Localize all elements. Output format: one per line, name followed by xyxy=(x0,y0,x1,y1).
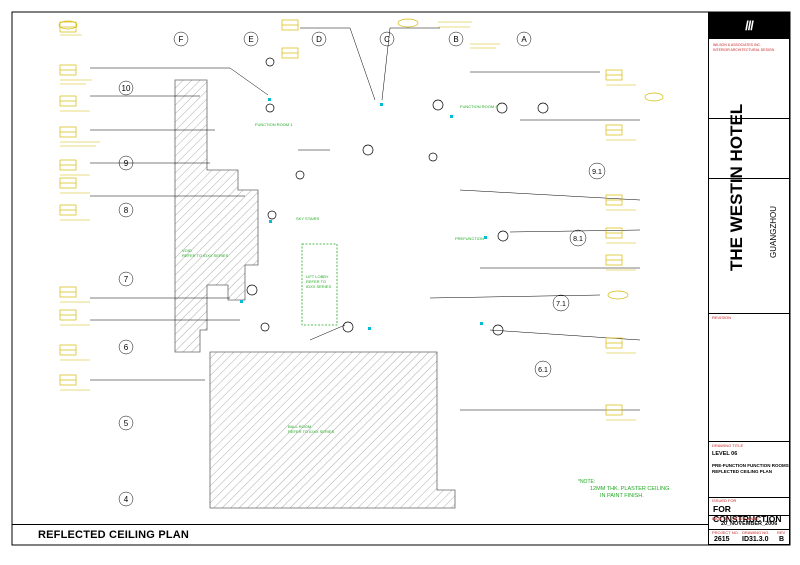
tag-note-lines xyxy=(60,21,636,421)
svg-text:REFER TO IDXX SERIES: REFER TO IDXX SERIES xyxy=(288,429,335,434)
note-text-1: 12MM THK. PLASTER CEILING xyxy=(590,486,669,492)
divider xyxy=(709,441,789,442)
svg-text:8: 8 xyxy=(124,206,129,215)
svg-text:SKY STAIRS: SKY STAIRS xyxy=(296,216,320,221)
ceiling-tags-left xyxy=(58,18,419,386)
drawing-title-2: REFLECTED CEILING PLAN xyxy=(712,469,773,474)
svg-text:BALL ROOM: BALL ROOM xyxy=(288,424,311,429)
title-block: /// WILSON & ASSOCIATES INC. INTERIOR AR… xyxy=(708,12,790,545)
svg-text:PREFUNCTION: PREFUNCTION xyxy=(455,236,484,241)
svg-text:REFER TO: REFER TO xyxy=(306,279,326,284)
grid-label-F: F xyxy=(179,35,184,44)
svg-text:4: 4 xyxy=(124,495,129,504)
divider xyxy=(709,497,789,498)
leader-lines xyxy=(90,27,641,411)
svg-text:10: 10 xyxy=(122,84,131,93)
issue-date: 20_NOVEMBER_2006 xyxy=(721,521,778,527)
firm-sub: INTERIOR ARCHITECTURAL DESIGN xyxy=(713,48,775,52)
issued-for: FOR CONSTRUCTION xyxy=(713,504,782,524)
grid-bubbles-top: F E D C B A xyxy=(173,31,532,47)
grid-label-C: C xyxy=(384,35,390,44)
hatched-wall-region xyxy=(174,79,259,353)
divider xyxy=(709,313,789,314)
svg-text:FUNCTION ROOM 1: FUNCTION ROOM 1 xyxy=(255,122,293,127)
hotel-name: THE WESTIN HOTEL xyxy=(727,103,746,271)
svg-text:REFER TO IDXX SERIES: REFER TO IDXX SERIES xyxy=(182,253,229,258)
svg-text:5: 5 xyxy=(124,419,129,428)
svg-text:7.1: 7.1 xyxy=(556,301,566,308)
lift-lobby-outline xyxy=(301,243,338,326)
ceiling-tags-right xyxy=(605,69,664,416)
svg-text:6: 6 xyxy=(124,343,129,352)
grid-label-D: D xyxy=(316,35,322,44)
note-label: *NOTE: xyxy=(578,479,595,485)
svg-text:6.1: 6.1 xyxy=(538,367,548,374)
drawing-title-label: DRAWING TITLE xyxy=(712,443,744,448)
rev-label: REV xyxy=(777,530,786,535)
revision-label: REVISION xyxy=(712,315,732,320)
rev: B xyxy=(779,536,785,543)
svg-text:9: 9 xyxy=(124,159,129,168)
drawing-title-1: PRE-FUNCTION FUNCTION ROOMS xyxy=(712,463,789,468)
divider xyxy=(709,515,789,516)
svg-text:9.1: 9.1 xyxy=(592,169,602,176)
hatched-ballroom-region xyxy=(209,351,456,509)
sheet-border xyxy=(11,11,791,546)
level: LEVEL 06 xyxy=(712,451,738,457)
date-label: DATE OF 1ST ISSUANCE xyxy=(712,516,759,521)
drawing-no-label: DRAWING NO. xyxy=(742,530,770,535)
grid-label-B: B xyxy=(453,35,458,44)
cyan-fixture-markers xyxy=(240,98,487,330)
project-no-label: PROJECT NO. xyxy=(712,530,739,535)
divider xyxy=(709,118,789,119)
svg-text:IDXX SERIES: IDXX SERIES xyxy=(306,284,331,289)
firm-name: WILSON & ASSOCIATES INC. xyxy=(713,43,761,47)
divider xyxy=(709,529,789,530)
drawing-no: ID31.3.0 xyxy=(742,536,769,543)
project-no: 2615 xyxy=(714,536,730,543)
grid-label-A: A xyxy=(521,35,527,44)
svg-text:FUNCTION ROOM 4: FUNCTION ROOM 4 xyxy=(460,104,498,109)
issued-for-label: ISSUED FOR xyxy=(712,498,737,503)
svg-text:VOID: VOID xyxy=(182,248,192,253)
grid-label-E: E xyxy=(248,35,253,44)
firm-logo: /// xyxy=(709,13,789,39)
svg-text:8.1: 8.1 xyxy=(573,236,583,243)
divider xyxy=(709,178,789,179)
drawing-title: REFLECTED CEILING PLAN xyxy=(38,529,190,541)
note-text-2: IN PAINT FINISH. xyxy=(600,493,644,499)
svg-text:7: 7 xyxy=(124,275,129,284)
grid-bubbles-left: 10 9 8 7 6 5 4 xyxy=(118,80,134,507)
hotel-city: GUANGZHOU xyxy=(769,206,778,258)
grid-bubbles-right: 9.1 8.1 7.1 6.1 xyxy=(534,162,606,378)
drawing-title-bar: REFLECTED CEILING PLAN xyxy=(12,524,708,546)
svg-text:LIFT LOBBY: LIFT LOBBY xyxy=(306,274,329,279)
firm-info: WILSON & ASSOCIATES INC. INTERIOR ARCHIT… xyxy=(713,43,785,53)
light-fixtures xyxy=(246,57,549,336)
